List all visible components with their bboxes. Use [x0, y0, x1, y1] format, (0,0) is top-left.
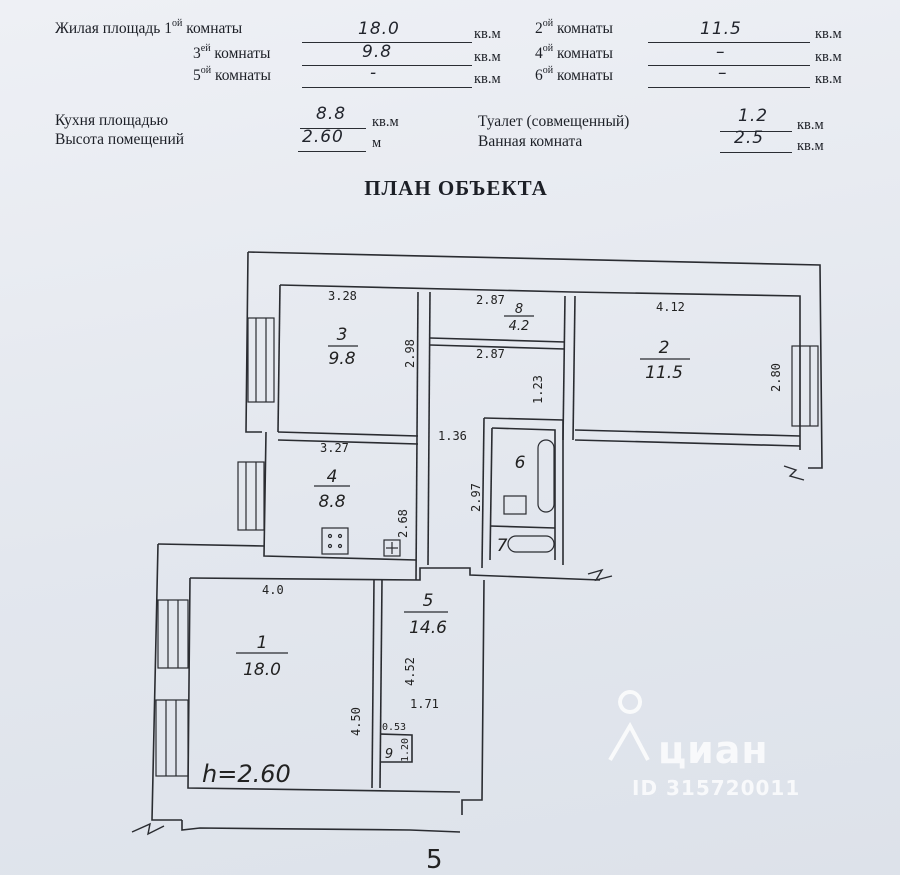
room4-field [648, 45, 810, 66]
room2-unit: кв.м [815, 26, 842, 42]
room-1-number: 1 [257, 633, 268, 653]
dim-3-28: 3.28 [328, 289, 357, 303]
room-3-number: 3 [337, 325, 348, 345]
room6-label: 6ой комнаты [535, 65, 613, 84]
room2-label: 2ой комнаты [535, 18, 613, 37]
kitchen-value: 8.8 [316, 104, 347, 124]
room6-value: – [718, 63, 728, 83]
room3-label: 3ей комнаты [193, 43, 271, 62]
room-5-number: 5 [423, 591, 434, 611]
room-8-area: 4.2 [509, 319, 530, 334]
height-field [298, 131, 366, 152]
room4-label: 4ой комнаты [535, 43, 613, 62]
dim-1-36: 1.36 [438, 429, 467, 443]
dim-1-71: 1.71 [410, 697, 439, 711]
dim-2-68: 2.68 [396, 509, 410, 538]
living-area-label: Жилая площадь 1ой комнаты [55, 18, 243, 37]
room-7-number: 7 [497, 536, 508, 556]
room6-field [648, 67, 810, 88]
room-4-number: 4 [327, 467, 338, 487]
room-9-number: 9 [385, 747, 393, 762]
room2-value: 11.5 [700, 19, 742, 39]
dim-3-27: 3.27 [320, 441, 349, 455]
bath-unit: кв.м [797, 138, 824, 154]
room1-value: 18.0 [358, 19, 400, 39]
height-value: 2.60 [302, 127, 344, 147]
dim-2-80: 2.80 [769, 363, 783, 392]
area-underlines [236, 315, 690, 654]
room5-unit: кв.м [474, 71, 501, 87]
room4-value: – [716, 42, 726, 62]
dim-4-52: 4.52 [403, 657, 417, 686]
room-2-area: 11.5 [645, 363, 683, 383]
kitchen-field [300, 108, 366, 129]
dim-2-87-bottom: 2.87 [476, 347, 505, 361]
dim-4-50: 4.50 [349, 707, 363, 736]
room-3-area: 9.8 [328, 349, 355, 369]
room3-value: 9.8 [362, 42, 393, 62]
break-marks [131, 465, 805, 836]
bath-field [720, 132, 792, 153]
room4-unit: кв.м [815, 49, 842, 65]
room6-unit: кв.м [815, 71, 842, 87]
toilet-field [720, 111, 792, 132]
room-8-number: 8 [515, 302, 523, 317]
fixtures [321, 439, 555, 557]
windows [155, 317, 819, 777]
toilet-value: 1.2 [738, 106, 769, 126]
room2-field [648, 22, 810, 43]
room5-label: 5ой комнаты [193, 65, 271, 84]
height-label: Высота помещений [55, 131, 185, 148]
dim-2-97: 2.97 [469, 483, 483, 512]
dim-1-20: 1.20 [400, 738, 411, 762]
dim-2-87-top: 2.87 [476, 293, 505, 307]
room-1-area: 18.0 [243, 660, 281, 680]
room5-field [302, 67, 472, 88]
room5-value: - [370, 63, 378, 83]
dim-1-23: 1.23 [531, 375, 545, 404]
room3-unit: кв.м [474, 49, 501, 65]
room1-unit: кв.м [474, 26, 501, 42]
toilet-label: Туалет (совмещенный) [478, 113, 630, 130]
dim-4-0: 4.0 [262, 583, 284, 597]
plan-title: ПЛАН ОБЪЕКТА [364, 176, 548, 200]
room-2-number: 2 [659, 338, 670, 358]
room3-field [302, 45, 472, 66]
kitchen-unit: кв.м [372, 114, 399, 130]
room1-field [302, 22, 472, 43]
room-5-area: 14.6 [409, 618, 447, 638]
entrance-marker: 5 [426, 845, 443, 875]
watermark-brand: циан [658, 728, 769, 772]
kitchen-label: Кухня площадью [55, 112, 169, 129]
room-4-area: 8.8 [318, 492, 345, 512]
bath-label: Ванная комната [478, 133, 583, 150]
toilet-unit: кв.м [797, 117, 824, 133]
height-unit: м [372, 135, 382, 151]
dim-4-12: 4.12 [656, 300, 685, 314]
dim-0-53: 0.53 [382, 722, 406, 733]
dim-2-98: 2.98 [403, 339, 417, 368]
watermark-id: ID 315720011 [632, 776, 801, 800]
room-6-number: 6 [515, 453, 526, 473]
plan-walls [151, 251, 823, 833]
ceiling-height-note: h=2.60 [202, 760, 291, 788]
bath-value: 2.5 [734, 128, 765, 148]
